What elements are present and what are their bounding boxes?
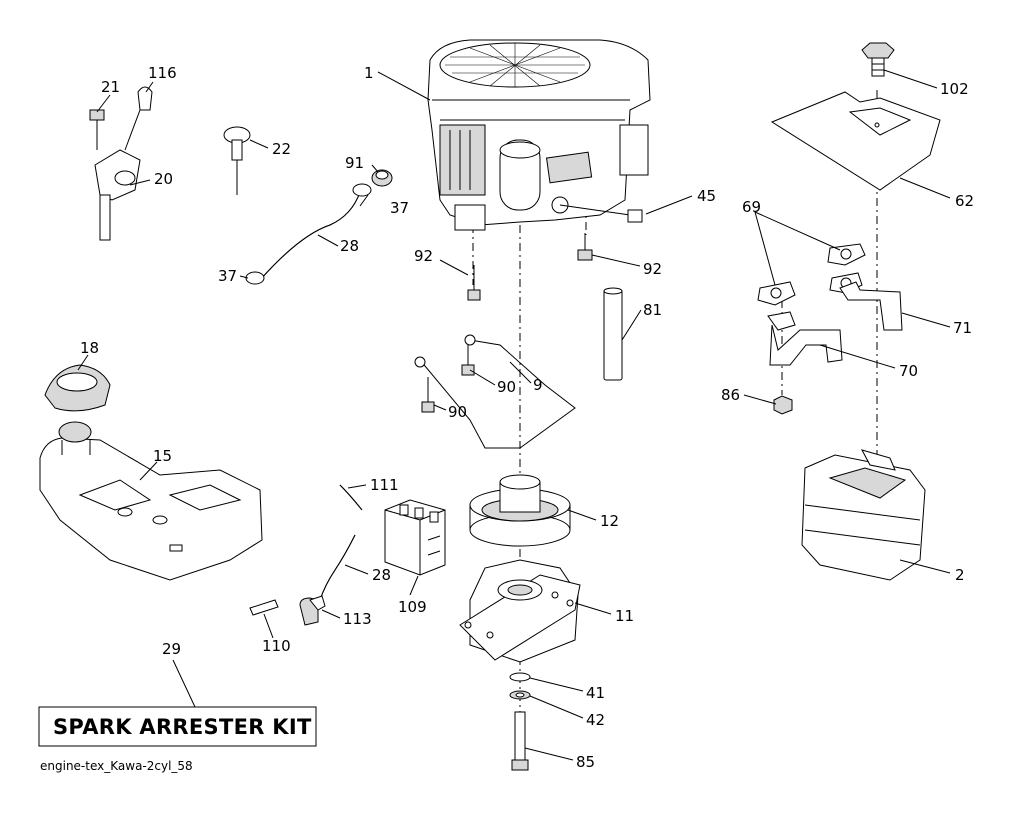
callout-29: 29 xyxy=(162,640,181,658)
callout-28-upper: 28 xyxy=(340,237,359,255)
callout-116: 116 xyxy=(148,64,177,82)
washer-part-42 xyxy=(509,690,531,700)
callout-37-upper: 37 xyxy=(390,199,409,217)
leader-lines xyxy=(77,69,951,761)
callout-18: 18 xyxy=(80,339,99,357)
muffler-part-2 xyxy=(801,449,926,581)
nut-part-86 xyxy=(773,395,793,415)
exhaust-pipe-part-70 xyxy=(767,311,843,366)
callout-12: 12 xyxy=(600,512,619,530)
bolt-part-85 xyxy=(511,711,529,771)
fuel-tank-part-15 xyxy=(39,421,263,581)
callout-37-lower: 37 xyxy=(218,267,237,285)
diagram-file-name: engine-tex_Kawa-2cyl_58 xyxy=(40,759,193,773)
fuel-shutoff-part-20 xyxy=(94,149,141,241)
spark-arrester-kit-label: SPARK ARRESTER KIT xyxy=(53,715,312,739)
callout-62: 62 xyxy=(955,192,974,210)
clamp-part-37 xyxy=(245,183,372,285)
bolt-part-90 xyxy=(421,340,475,413)
callout-15: 15 xyxy=(153,447,172,465)
callout-102: 102 xyxy=(940,80,969,98)
callout-110: 110 xyxy=(262,637,291,655)
callout-70: 70 xyxy=(899,362,918,380)
fitting-part-113 xyxy=(299,595,326,626)
fuel-line-part-28-lower xyxy=(319,534,356,601)
hose-part-111 xyxy=(339,484,363,511)
callout-69: 69 xyxy=(742,198,761,216)
callout-92-right: 92 xyxy=(643,260,662,278)
callout-113: 113 xyxy=(343,610,372,628)
callout-71: 71 xyxy=(953,319,972,337)
bracket-part-9 xyxy=(414,334,576,449)
callout-22: 22 xyxy=(272,140,291,158)
callout-1: 1 xyxy=(364,64,374,82)
connector-part-110 xyxy=(249,599,279,616)
callout-92-left: 92 xyxy=(414,247,433,265)
bolt-part-92 xyxy=(467,233,593,301)
callout-2: 2 xyxy=(955,566,965,584)
callout-109: 109 xyxy=(398,598,427,616)
screw-part-21 xyxy=(89,109,105,150)
tube-part-81 xyxy=(603,287,623,381)
pulley-part-12 xyxy=(469,474,571,547)
callout-85: 85 xyxy=(576,753,595,771)
callout-111: 111 xyxy=(370,476,399,494)
callout-28-lower: 28 xyxy=(372,566,391,584)
fuel-cap-vent-part-22 xyxy=(223,126,251,195)
washer-part-41 xyxy=(509,672,531,682)
callout-21: 21 xyxy=(101,78,120,96)
exhaust-pipe-part-71 xyxy=(839,281,903,331)
fuel-line-part-28 xyxy=(259,191,361,281)
callout-90-upper: 90 xyxy=(497,378,516,396)
callout-11: 11 xyxy=(615,607,634,625)
callout-45: 45 xyxy=(697,187,716,205)
engine-part xyxy=(427,39,651,231)
callout-81: 81 xyxy=(643,301,662,319)
heat-shield-part-62 xyxy=(770,91,941,191)
knob-part-102 xyxy=(861,42,895,77)
callout-91: 91 xyxy=(345,154,364,172)
callout-9: 9 xyxy=(533,376,543,394)
fitting-part-91 xyxy=(371,169,393,187)
knob-part-116 xyxy=(124,86,153,151)
fuel-filter-part-109 xyxy=(384,499,446,576)
callout-90-lower: 90 xyxy=(448,403,467,421)
clutch-part-11 xyxy=(459,559,581,663)
spark-arrester-kit-box: SPARK ARRESTER KIT xyxy=(38,706,317,747)
callout-labels: 1 102 62 69 71 70 86 2 45 92 92 81 9 90 … xyxy=(80,64,974,771)
callout-20: 20 xyxy=(154,170,173,188)
callout-86: 86 xyxy=(721,386,740,404)
callout-42: 42 xyxy=(586,711,605,729)
fuel-cap-part-18 xyxy=(44,364,111,412)
callout-41: 41 xyxy=(586,684,605,702)
gasket-part-69 xyxy=(757,243,866,306)
